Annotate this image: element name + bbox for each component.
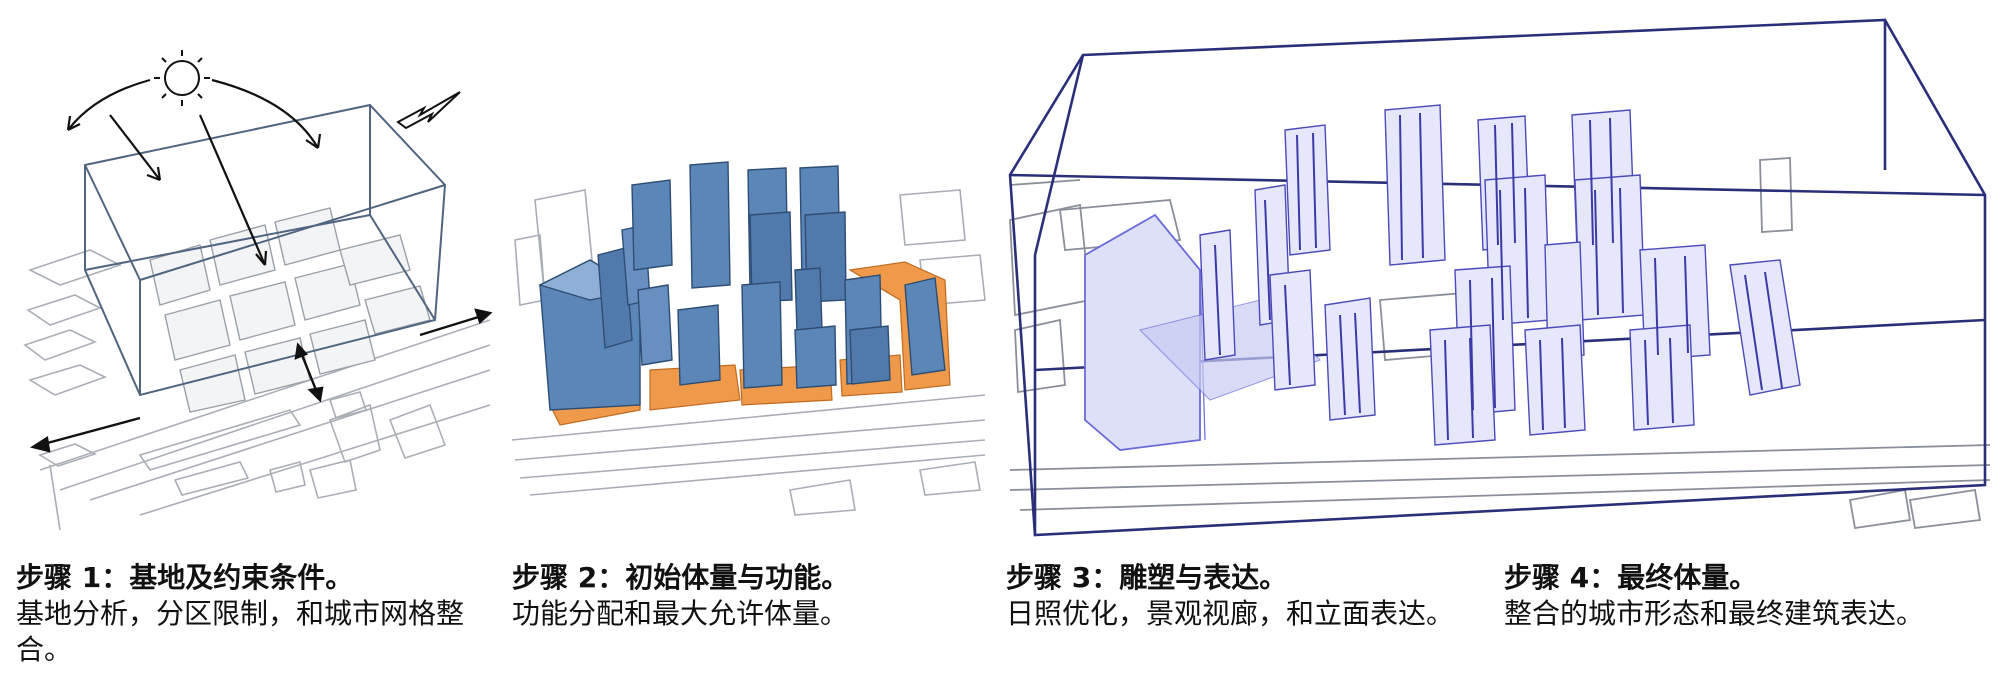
facade-stripes [1214,112,1783,441]
parcel-grid [149,207,431,413]
site-envelope [84,103,447,397]
step-3-description: 日照优化，景观视廊，和立面表达。 [1006,597,1455,630]
sun-icon [154,50,210,106]
step-3-title: 步骤 3：雕塑与表达。 [1006,561,1288,594]
step-1-caption: 步骤 1：基地及约束条件。 基地分析，分区限制，和城市网格整合。 [16,560,486,668]
step-1-description: 基地分析，分区限制，和城市网格整合。 [16,597,465,666]
step-3-caption: 步骤 3：雕塑与表达。 日照优化，景观视廊，和立面表达。 [1006,560,1486,632]
step-4-description: 整合的城市形态和最终建筑表达。 [1504,597,1925,630]
mass-blue-towers [538,161,946,411]
step-2-description: 功能分配和最大允许体量。 [512,597,849,630]
wind-arrow-icon [396,91,461,130]
residential-towers [1199,104,1801,446]
step-4-caption: 步骤 4：最终体量。 整合的城市形态和最终建筑表达。 [1504,560,1984,632]
panel-2-initial-massing [511,161,986,516]
context-lines [23,249,491,531]
access-arrow-icon [30,308,493,453]
panel-1-site-constraints [23,50,493,531]
step-2-title: 步骤 2：初始体量与功能。 [512,561,850,594]
sun-path-arrow-icon [66,78,322,266]
step-4-title: 步骤 4：最终体量。 [1504,561,1758,594]
step-2-caption: 步骤 2：初始体量与功能。 功能分配和最大允许体量。 [512,560,982,632]
panel-3-4-final-massing [1008,18,1991,537]
step-1-title: 步骤 1：基地及约束条件。 [16,561,354,594]
